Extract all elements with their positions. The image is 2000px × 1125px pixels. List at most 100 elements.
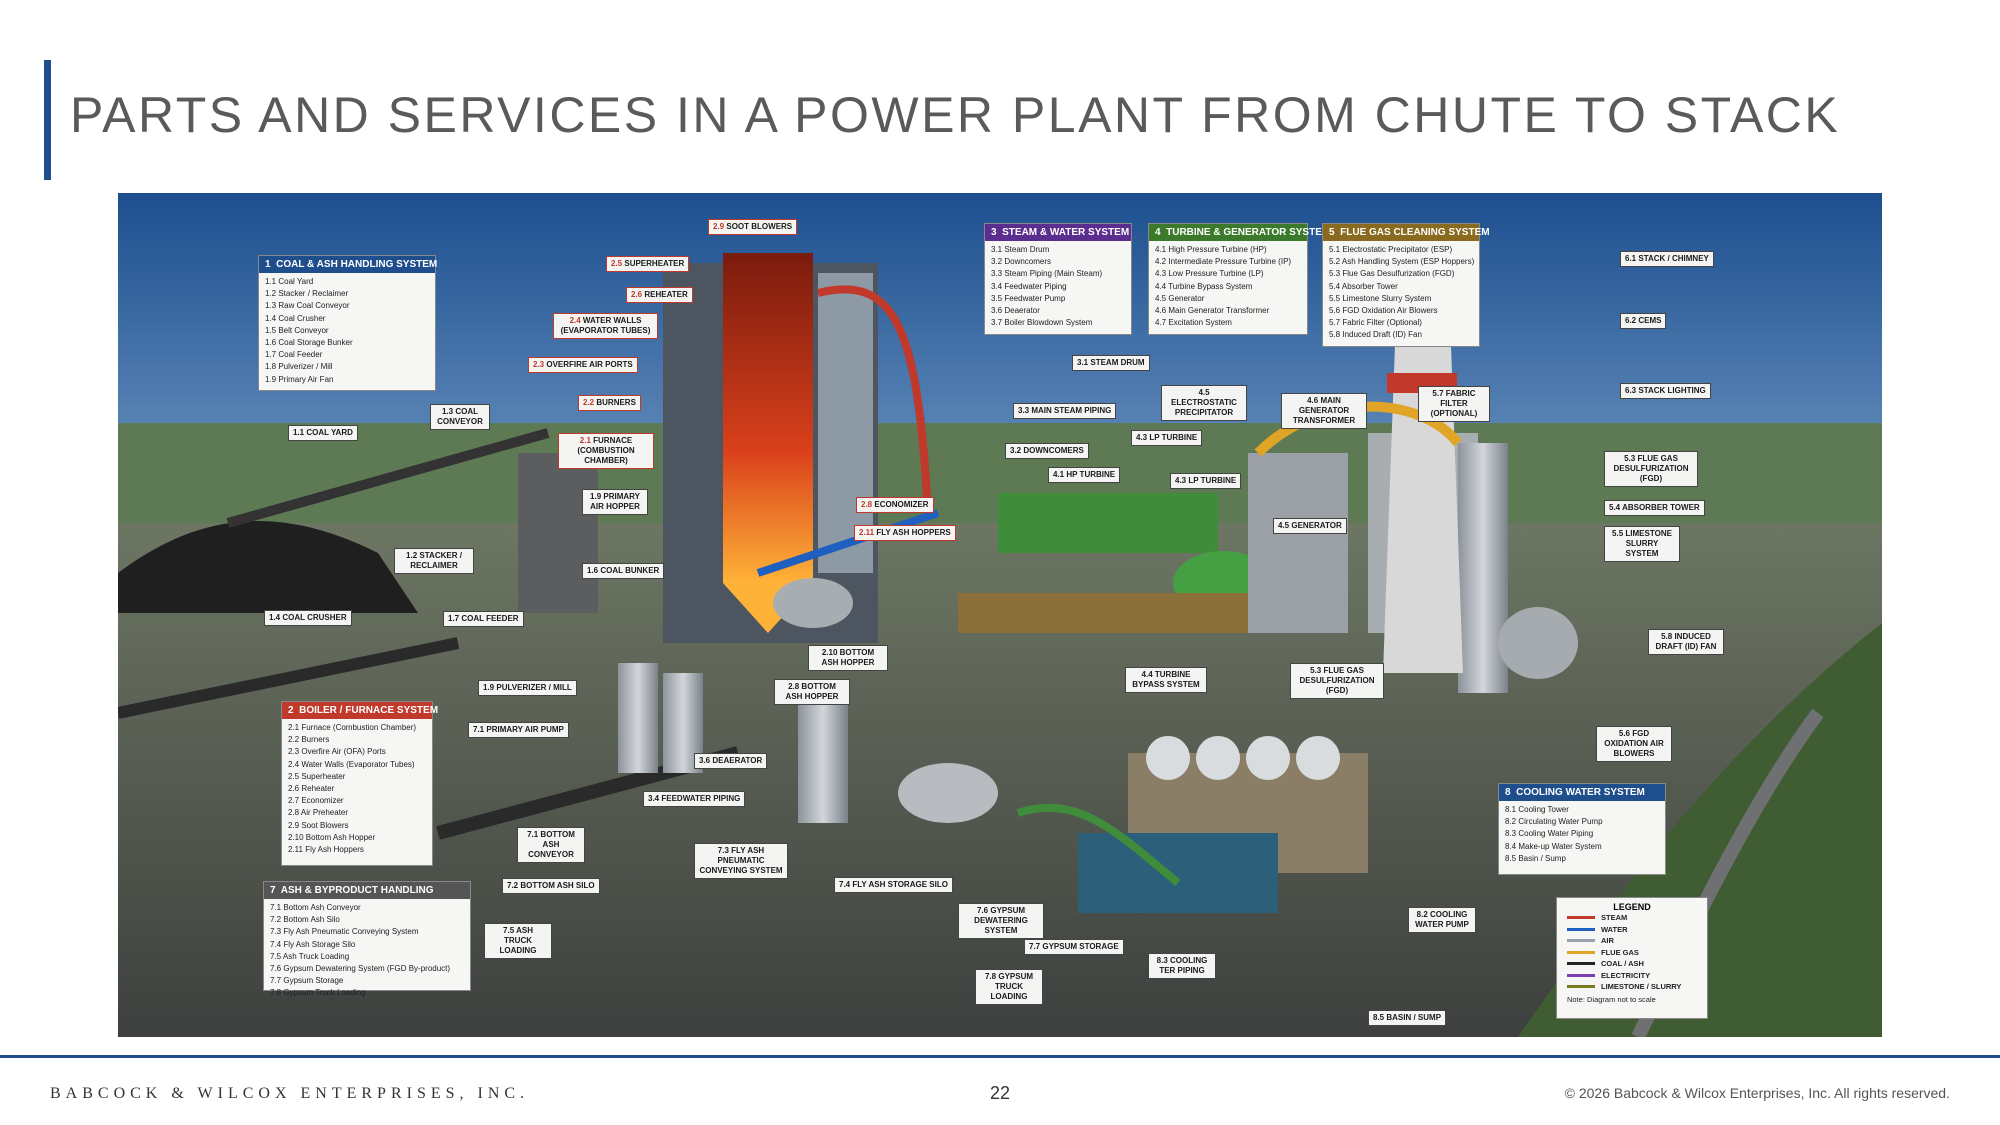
gypsum-dome	[898, 763, 998, 823]
list-item: 3.5 Feedwater Pump	[991, 293, 1066, 303]
list-item: 1.1 Coal Yard	[265, 277, 314, 286]
legend-swatch	[1567, 973, 1595, 977]
callout-bottom-ash-silo: 7.2 BOTTOM ASH SILO	[502, 878, 600, 894]
callout-primary-air-pump: 7.1 PRIMARY AIR PUMP	[468, 722, 569, 738]
callout-ash-truck-loading: 7.5 ASH TRUCK LOADING	[484, 923, 552, 959]
callout-main-steam-piping: 3.3 MAIN STEAM PIPING	[1013, 403, 1117, 419]
list-item: 5.6 FGD Oxidation Air Blowers	[1329, 306, 1438, 316]
list-item: 7.6 Gypsum Dewatering System (FGD By-pro…	[270, 964, 451, 974]
callout-superheater: 2.5 SUPERHEATER	[606, 256, 690, 272]
list-item: 1.7 Coal Feeder	[265, 350, 323, 360]
fan-4	[1296, 736, 1340, 780]
coal-bunker-art	[518, 453, 598, 613]
esp-art	[1248, 453, 1348, 633]
callout-fgd-1: 5.3 FLUE GAS DESULFURIZATION (FGD)	[1290, 663, 1384, 699]
slide-title: PARTS AND SERVICES IN A POWER PLANT FROM…	[70, 87, 1841, 143]
callout-primary-air-hopper: 1.9 PRIMARY AIR HOPPER	[582, 489, 648, 515]
list-item: 3.3 Steam Piping (Main Steam)	[991, 269, 1103, 279]
list-item: 8.3 Cooling Water Piping	[1505, 829, 1594, 839]
furnace-art	[723, 253, 813, 583]
callout-stack-lighting: 6.3 STACK LIGHTING	[1620, 383, 1711, 399]
list-item: 5.8 Induced Draft (ID) Fan	[1329, 330, 1422, 340]
callout-fly-ash-hoppers: 2.11 FLY ASH HOPPERS	[854, 525, 956, 541]
list-item: 4.7 Excitation System	[1155, 318, 1232, 328]
list-item: 7.1 Bottom Ash Conveyor	[270, 903, 361, 912]
callout-bottom-ash-hopper-2: 2.8 BOTTOM ASH HOPPER	[774, 679, 850, 705]
list-item: 2.9 Soot Blowers	[288, 820, 349, 830]
list-item: 3.6 Deaerator	[991, 306, 1040, 316]
cooling-pipe-art	[1016, 803, 1181, 887]
power-plant-illustration: 1 COAL & ASH HANDLING SYSTEM 1.1 Coal Ya…	[118, 193, 1882, 1037]
list-item: 5.5 Limestone Slurry System	[1329, 293, 1432, 303]
system-box-ash-byproduct: 7 ASH & BYPRODUCT HANDLING 7.1 Bottom As…	[263, 881, 471, 997]
list-item: 2.1 Furnace (Combustion Chamber)	[288, 723, 417, 732]
legend-row-coal-ash: COAL / ASH	[1557, 958, 1707, 970]
system-header: 2 BOILER / FURNACE SYSTEM	[282, 702, 438, 719]
callout-cems: 6.2 CEMS	[1620, 313, 1667, 329]
list-item: 2.8 Air Preheater	[288, 808, 349, 818]
system-header: 4 TURBINE & GENERATOR SYSTEM	[1149, 224, 1330, 241]
list-item: 5.3 Flue Gas Desulfurization (FGD)	[1329, 269, 1455, 279]
callout-downcomers: 3.2 DOWNCOMERS	[1005, 443, 1089, 459]
steam-pipe-art	[817, 285, 932, 514]
legend-swatch	[1567, 927, 1595, 931]
list-item: 3.4 Feedwater Piping	[991, 281, 1067, 291]
system-box-flue-gas: 5 FLUE GAS CLEANING SYSTEM 5.1 Electrost…	[1322, 223, 1490, 347]
list-item: 7.8 Gypsum Truck Loading	[270, 988, 366, 998]
fan-2	[1196, 736, 1240, 780]
list-item: 8.1 Cooling Tower	[1505, 805, 1569, 814]
list-item: 1.5 Belt Conveyor	[265, 325, 329, 335]
callout-deaerator: 3.6 DEAERATOR	[694, 753, 768, 769]
legend-title: LEGEND	[1613, 902, 1651, 912]
callout-coal-crusher: 1.4 COAL CRUSHER	[264, 610, 352, 626]
system-header: 7 ASH & BYPRODUCT HANDLING	[264, 882, 470, 899]
footer-company: BABCOCK & WILCOX ENTERPRISES, INC.	[50, 1085, 530, 1102]
fan-1	[1146, 736, 1190, 780]
legend-swatch	[1567, 985, 1595, 989]
system-item-list: 5.1 Electrostatic Precipitator (ESP) 5.2…	[1323, 241, 1479, 345]
callout-lp-turbine-1: 4.3 LP TURBINE	[1131, 430, 1203, 446]
list-item: 1.4 Coal Crusher	[265, 313, 326, 323]
list-item: 3.1 Steam Drum	[991, 245, 1050, 254]
list-item: 2.10 Bottom Ash Hopper	[288, 832, 376, 842]
list-item: 2.3 Overfire Air (OFA) Ports	[288, 747, 386, 757]
callout-coal-conveyor: 1.3 COAL CONVEYOR	[430, 404, 490, 430]
list-item: 2.5 Superheater	[288, 771, 346, 781]
list-item: 2.2 Burners	[288, 735, 330, 745]
fan-3	[1246, 736, 1290, 780]
callout-coal-yard: 1.1 COAL YARD	[288, 425, 358, 441]
system-item-list: 1.1 Coal Yard 1.2 Stacker / Reclaimer 1.…	[259, 273, 435, 389]
callout-gypsum-dewatering: 7.6 GYPSUM DEWATERING SYSTEM	[958, 903, 1044, 939]
list-item: 5.1 Electrostatic Precipitator (ESP)	[1329, 245, 1453, 254]
callout-gypsum-storage: 7.7 GYPSUM STORAGE	[1024, 939, 1124, 955]
list-item: 3.2 Downcomers	[991, 257, 1052, 267]
system-item-list: 3.1 Steam Drum 3.2 Downcomers 3.3 Steam …	[985, 241, 1131, 332]
legend-row-flue-gas: FLUE GAS	[1557, 947, 1707, 959]
coal-pile	[118, 520, 418, 613]
list-item: 4.5 Generator	[1155, 293, 1205, 303]
list-item: 5.2 Ash Handling System (ESP Hoppers)	[1329, 257, 1475, 267]
callout-economizer: 2.8 ECONOMIZER	[856, 497, 934, 513]
callout-absorber-tower: 5.4 ABSORBER TOWER	[1604, 500, 1705, 516]
water-pipe-art	[756, 509, 940, 577]
callout-hp-turbine: 4.1 HP TURBINE	[1048, 467, 1121, 483]
list-item: 4.3 Low Pressure Turbine (LP)	[1155, 269, 1264, 279]
list-item: 2.4 Water Walls (Evaporator Tubes)	[288, 759, 415, 769]
callout-pulverizer: 1.9 PULVERIZER / MILL	[478, 680, 577, 696]
footer-divider	[0, 1055, 2000, 1058]
callout-fgd-blowers: 5.6 FGD OXIDATION AIR BLOWERS	[1596, 726, 1672, 762]
callout-electrostatic-precipitator: 4.5 ELECTROSTATIC PRECIPITATOR	[1161, 385, 1247, 421]
list-item: 7.4 Fly Ash Storage Silo	[270, 939, 356, 949]
system-item-list: 2.1 Furnace (Combustion Chamber) 2.2 Bur…	[282, 719, 432, 859]
callout-burners: 2.2 BURNERS	[578, 395, 641, 411]
system-item-list: 7.1 Bottom Ash Conveyor 7.2 Bottom Ash S…	[264, 899, 470, 1003]
system-header: 5 FLUE GAS CLEANING SYSTEM	[1323, 224, 1490, 241]
system-box-coal-ash: 1 COAL & ASH HANDLING SYSTEM 1.1 Coal Ya…	[258, 255, 437, 391]
legend-swatch	[1567, 962, 1595, 966]
callout-basin-sump: 8.5 BASIN / SUMP	[1368, 1010, 1447, 1026]
footer-copyright: © 2026 Babcock & Wilcox Enterprises, Inc…	[1564, 1085, 1950, 1101]
deaerator-art	[773, 578, 853, 628]
legend-row-limestone: LIMESTONE / SLURRY	[1557, 981, 1707, 993]
coal-conveyor-art	[226, 428, 550, 528]
callout-cooling-water-pump: 8.2 COOLING WATER PUMP	[1408, 907, 1476, 933]
